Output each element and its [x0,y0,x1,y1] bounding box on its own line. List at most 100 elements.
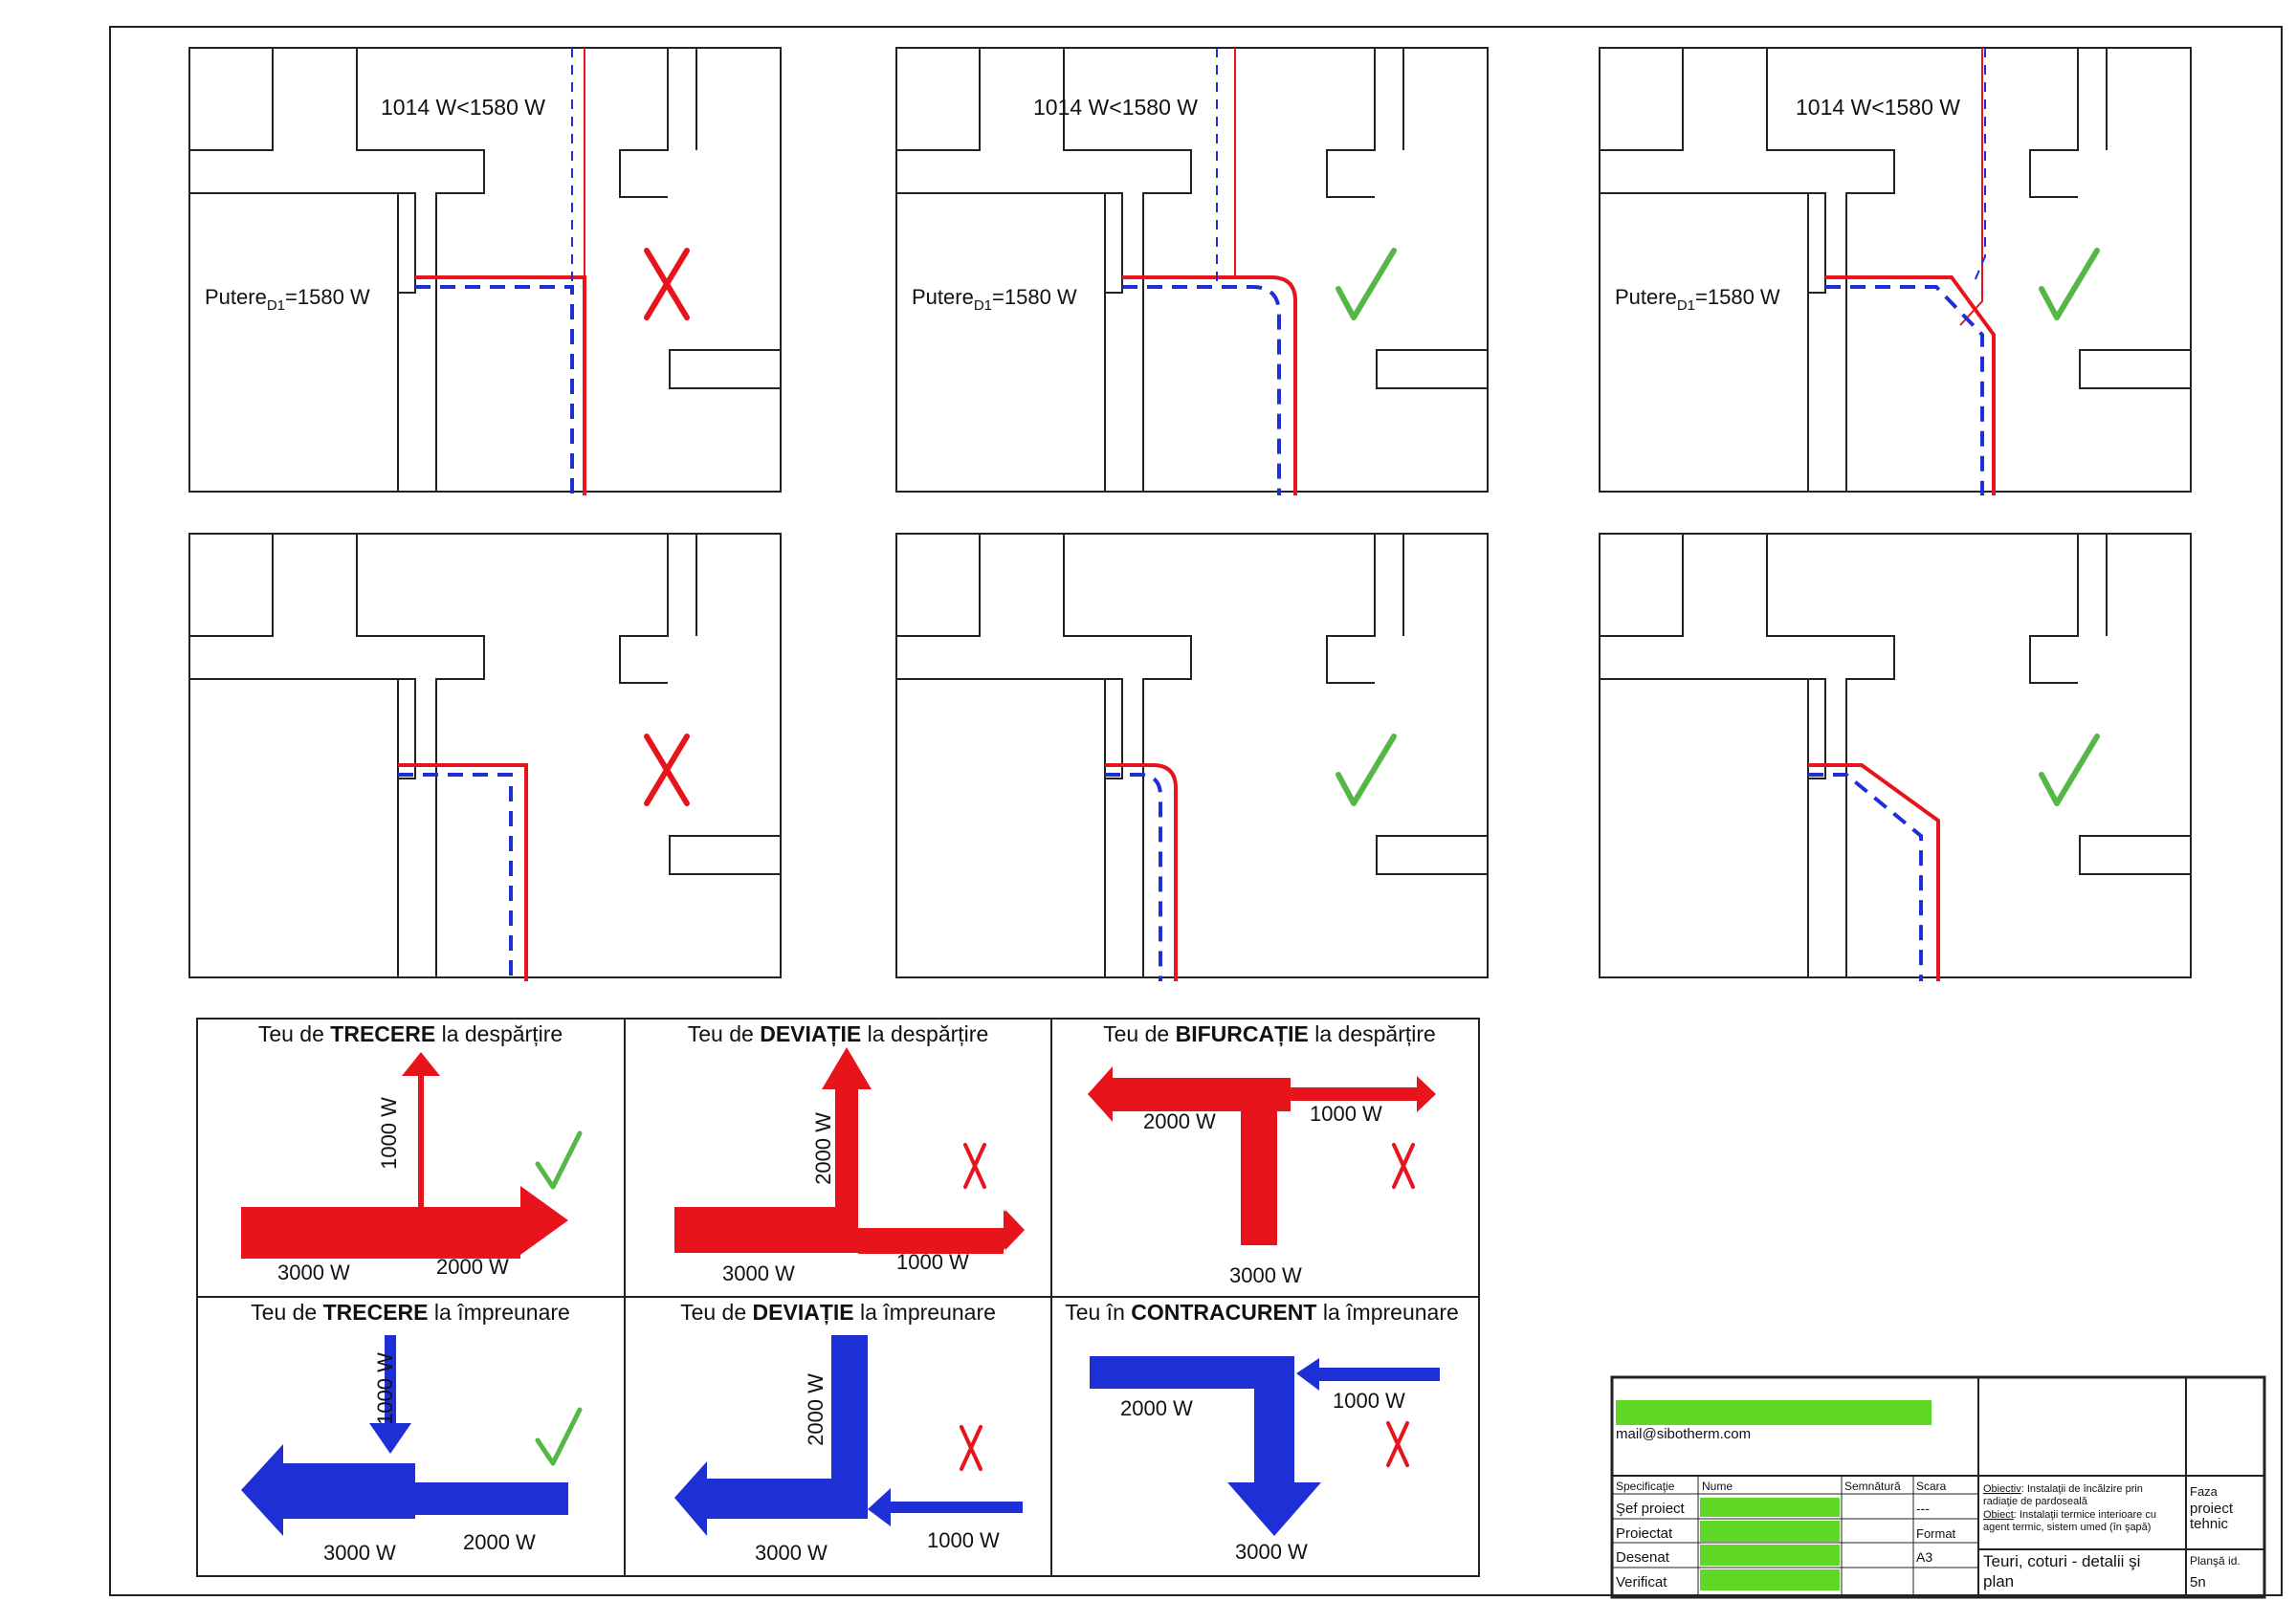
tee-label-in: 3000 W [277,1261,350,1284]
role-sef-proiect: Şef proiect [1616,1501,1686,1517]
phase-label: Faza [2190,1484,2219,1499]
tee-arrow [868,1210,1025,1250]
tee-label-left: 2000 W [1143,1109,1216,1133]
tee-label-out: 3000 W [755,1541,828,1565]
tee-cell-4: Teu de TRECERE la împreunare 1000 W 3000… [241,1300,583,1565]
tee-label-branch: 2000 W [811,1112,835,1185]
tee-title: Teu de BIFURCAȚIE la despărțire [1103,1021,1436,1046]
tee-label-out: 3000 W [323,1541,396,1565]
plan-panel-4 [188,533,782,981]
tee-label-in: 2000 W [463,1530,536,1554]
phase-value: proiect [2190,1501,2234,1517]
tee-label-out: 3000 W [1235,1540,1308,1564]
redacted-bar [1700,1545,1840,1566]
tee-table [196,1018,1480,1577]
redacted-bar [1700,1521,1840,1542]
power-label: 1014 W<1580 W [381,95,545,120]
redacted-bar [1616,1400,1932,1425]
scale-value: --- [1916,1501,1930,1516]
objective: Obiectiv: Instalaţii de încălzire prin [1983,1483,2143,1495]
drawing-title: Teuri, coturi - detalii şi [1983,1552,2140,1570]
tee-cell-3: Teu de BIFURCAȚIE la despărțire 2000 W 1… [1088,1021,1436,1287]
putere-label: PutereD1=1580 W [912,285,1077,314]
return-pipe [1808,773,1923,981]
cross-icon [1386,1421,1409,1467]
check-icon [1336,248,1397,320]
cross-icon [963,1143,986,1189]
cross-icon [1392,1143,1415,1189]
tee-arrow [1090,1356,1321,1536]
plan-panel-3: 1014 W<1580 W PutereD1=1580 W [1599,47,2192,495]
plan-panel-6 [1599,533,2192,981]
tee-arrow [1296,1358,1440,1391]
sheet-value: 5n [2190,1574,2206,1590]
objective-line2: radiaţie de pardoseală [1983,1496,2088,1507]
tee-arrow [241,1052,568,1259]
return-pipe [1825,285,1984,495]
header-sign: Semnătură [1844,1480,1901,1493]
supply-pipe [1105,763,1178,981]
tee-cell-6: Teu în CONTRACURENT la împreunare 2000 W… [1065,1300,1459,1564]
tee-arrow [674,1047,872,1253]
object: Obiect: Instalaţii termice interioare cu [1983,1509,2156,1521]
tee-label-out: 2000 W [436,1255,509,1279]
contact-email: mail@sibotherm.com [1616,1426,1751,1442]
phase-value-line2: tehnic [2190,1516,2229,1532]
plan-panel-1: 1014 W<1580 W PutereD1=1580 W [188,47,782,495]
tee-cell-1: Teu de TRECERE la despărțire 1000 W 3000… [241,1021,583,1284]
tee-title: Teu de DEVIAȚIE la despărțire [688,1021,989,1046]
tee-title: Teu de TRECERE la despărțire [258,1021,563,1046]
power-label: 1014 W<1580 W [1796,95,1960,120]
tee-arrow [868,1488,1023,1526]
tee-title: Teu de DEVIAȚIE la împreunare [680,1300,996,1325]
tee-title: Teu de TRECERE la împreunare [251,1300,570,1325]
tee-arrow [674,1335,868,1536]
header-scale: Scara [1916,1480,1947,1493]
sheet-label: Planşă id. [2190,1554,2241,1568]
supply-pipe [1959,48,1983,326]
return-pipe [415,285,574,495]
format-value: A3 [1916,1549,1932,1565]
supply-pipe [398,763,528,981]
tee-arrow [369,1335,411,1454]
check-icon [535,1407,583,1466]
check-icon [1336,734,1397,806]
tee-label-in: 3000 W [722,1261,795,1285]
return-pipe [398,773,513,981]
tee-arrow [241,1053,568,1231]
return-pipe [1105,773,1162,981]
sheet-border [109,26,2283,1596]
tee-label-in: 3000 W [1229,1263,1302,1287]
check-icon [2039,734,2100,806]
title-block: mail@sibotherm.com Specificaţie Nume Sem… [1610,1375,2266,1599]
tee-label-in: 1000 W [927,1528,1000,1552]
tee-arrow [241,1444,568,1536]
plan-panel-5 [895,533,1489,981]
redacted-bar [1700,1569,1840,1590]
tee-cell-2: Teu de DEVIAȚIE la despărțire 2000 W 300… [674,1021,1025,1285]
supply-pipe [1122,275,1297,495]
tee-label-out: 1000 W [896,1250,969,1274]
tee-label-branch: 1000 W [377,1097,401,1170]
header-name: Nume [1702,1480,1733,1493]
tee-cell-5: Teu de DEVIAȚIE la împreunare 2000 W 300… [674,1300,1023,1565]
tee-label-branch: 2000 W [804,1373,828,1446]
supply-pipe [1825,275,1996,495]
putere-label: PutereD1=1580 W [205,285,370,314]
object-line2: agent termic, sistem umed (în şapă) [1983,1522,2151,1533]
role-verificat: Verificat [1616,1574,1667,1590]
return-pipe [1974,48,1986,282]
putere-label: PutereD1=1580 W [1615,285,1780,314]
tee-label-right: 1000 W [1310,1102,1382,1126]
supply-pipe [415,275,586,495]
role-desenat: Desenat [1616,1549,1670,1566]
cross-icon [644,734,690,806]
plan-panel-2: 1014 W<1580 W PutereD1=1580 W [895,47,1489,495]
drawing-title-line2: plan [1983,1572,2014,1590]
redacted-bar [1700,1498,1840,1517]
tee-arrow [1277,1076,1436,1112]
power-label: 1014 W<1580 W [1033,95,1198,120]
tee-label-left: 2000 W [1120,1396,1193,1420]
tee-label-branch: 1000 W [373,1352,397,1425]
